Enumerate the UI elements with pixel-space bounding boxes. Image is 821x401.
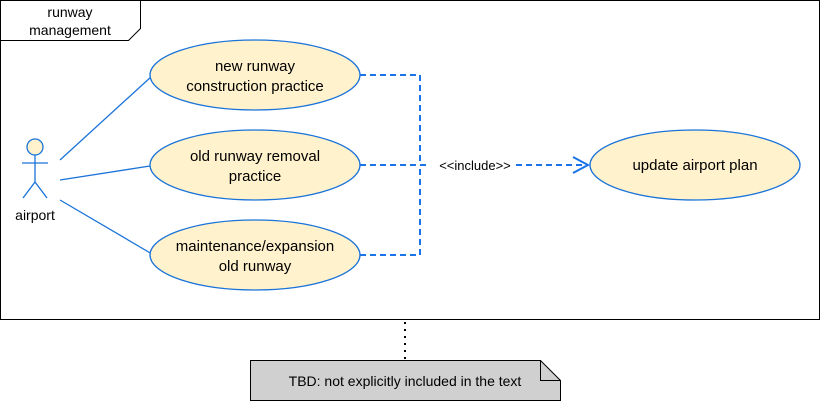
use-case-old-runway-line-2: practice — [229, 168, 282, 185]
include-label: <<include>> — [439, 158, 511, 173]
note-fold — [540, 360, 561, 381]
frame-title-line-2: management — [29, 22, 111, 38]
include-arrowhead — [572, 156, 591, 174]
use-case-new-runway-line-2: construction practice — [186, 78, 324, 95]
frame-title-line-1: runway — [47, 4, 92, 20]
use-case-update-airport-plan — [589, 129, 801, 201]
note-text: TBD: not explicitly included in the text — [289, 373, 522, 389]
note-box — [250, 360, 561, 401]
actor-label: airport — [15, 207, 55, 223]
actor-head — [26, 138, 44, 156]
use-case-new-runway-line-1: new runway — [215, 58, 296, 75]
association-maintenance — [59, 199, 153, 255]
include-from-maintenance — [360, 165, 421, 256]
use-case-update-airport-plan-label: update airport plan — [632, 157, 757, 174]
association-old-runway — [59, 165, 151, 181]
include-connectors — [360, 74, 586, 256]
association-new-runway — [59, 75, 153, 161]
use-case-maintenance-line-1: maintenance/expansion — [176, 238, 334, 255]
use-case-maintenance-line-2: old runway — [219, 258, 292, 275]
include-from-new-runway — [360, 74, 421, 165]
frame-title-tab — [0, 0, 141, 41]
actor-left-leg — [22, 181, 36, 199]
use-case-new-runway — [149, 39, 361, 111]
actor-airport — [22, 138, 48, 199]
actor-right-leg — [34, 181, 48, 199]
use-case-maintenance — [149, 219, 361, 291]
use-case-old-runway — [149, 129, 361, 201]
use-case-old-runway-line-1: old runway removal — [190, 148, 320, 165]
